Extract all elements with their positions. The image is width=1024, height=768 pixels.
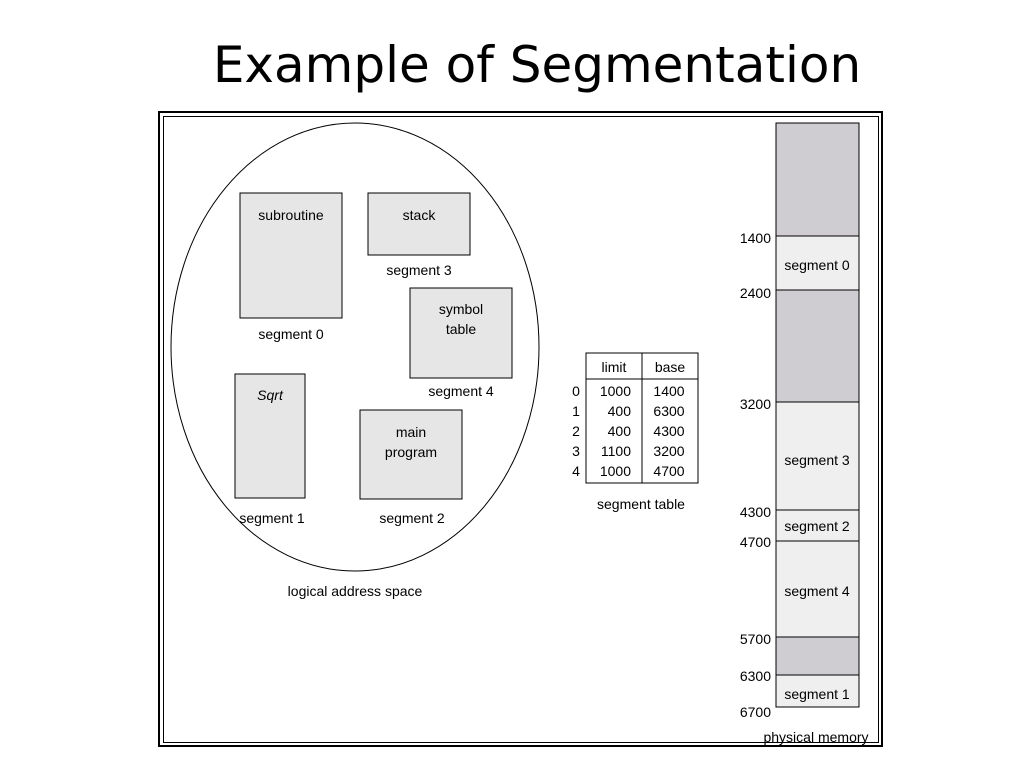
memory-segment-3-label: segment 3 [784,452,850,468]
logical-address-space: subroutine segment 0 stack segment 3 sym… [170,122,540,599]
memory-address-label: 3200 [740,396,771,412]
segment-table-index: 1 [572,403,580,419]
segment-table-index: 3 [572,443,580,459]
block-subroutine-box [239,192,343,319]
block-sqrt-text: Sqrt [257,387,284,403]
block-main-program-box [359,409,463,500]
block-main-program-text-line-2: program [385,444,437,460]
block-stack: stack segment 3 [367,192,471,278]
memory-segment-0-label: segment 0 [784,257,850,273]
memory-address-label: 6700 [740,704,771,720]
block-subroutine-label: segment 0 [258,326,324,342]
figure-frame [158,111,883,747]
block-symbol-table-label: segment 4 [428,383,494,399]
block-symbol-table-text-line-1: symbol [439,301,483,317]
memory-free-region [775,289,860,403]
slide-title: Example of Segmentation [212,36,862,94]
segment-table-base-cell: 6300 [653,403,684,419]
memory-free-region [775,636,860,676]
segment-table-header-base: base [655,359,686,375]
logical-address-space-caption: logical address space [288,583,423,599]
block-stack-text: stack [403,207,437,223]
physical-memory: segment 0 segment 3 segment 2 segment 4 … [740,122,869,745]
block-stack-box [367,192,471,256]
segment-table-limit-cell: 1000 [600,383,631,399]
block-subroutine: subroutine segment 0 [239,192,343,342]
segment-table-limit-cell: 1000 [600,463,631,479]
segment-table-row: 0 1000 1400 [572,383,685,399]
memory-address-label: 4300 [740,504,771,520]
memory-segment-4 [775,540,860,638]
memory-free-region [775,122,860,237]
memory-segment-1 [775,674,860,708]
block-subroutine-text: subroutine [258,207,324,223]
block-sqrt-label: segment 1 [239,510,305,526]
block-main-program: main program segment 2 [359,409,463,526]
physical-memory-caption: physical memory [763,729,868,745]
memory-address-label: 6300 [740,668,771,684]
block-stack-label: segment 3 [386,262,452,278]
memory-segment-2-label: segment 2 [784,518,850,534]
segment-table-limit-cell: 1100 [601,443,631,459]
memory-address-label: 4700 [740,534,771,550]
segment-table-base-cell: 3200 [653,443,684,459]
memory-segment-0 [775,235,860,291]
memory-segment-3 [775,401,860,511]
memory-address-label: 5700 [740,631,771,647]
segment-table-base-cell: 1400 [653,383,684,399]
segment-table-row: 3 1100 3200 [572,443,685,459]
block-symbol-table-box [409,287,513,379]
memory-segment-4-label: segment 4 [784,583,850,599]
block-sqrt: Sqrt segment 1 [234,373,306,526]
block-symbol-table-text-line-2: table [446,321,477,337]
block-main-program-label: segment 2 [379,510,445,526]
segment-table-row: 1 400 6300 [572,403,685,419]
segment-table-row: 2 400 4300 [572,423,685,439]
segment-table-index: 2 [572,423,580,439]
segment-table-index: 4 [572,463,580,479]
segment-table-limit-cell: 400 [608,403,632,419]
block-symbol-table: symbol table segment 4 [409,287,513,399]
memory-segment-2 [775,509,860,542]
segment-table-header-limit: limit [602,359,627,375]
figure-frame-inner [163,116,879,743]
segment-table-base-cell: 4700 [653,463,684,479]
memory-address-label: 2400 [740,285,771,301]
block-sqrt-box [234,373,306,499]
segment-table-base-cell: 4300 [653,423,684,439]
segment-table: limit base 0 1000 1400 1 400 6300 2 400 … [572,352,699,512]
memory-segment-1-label: segment 1 [784,686,850,702]
segment-table-row: 4 1000 4700 [572,463,685,479]
segment-table-index: 0 [572,383,580,399]
segment-table-limit-cell: 400 [608,423,632,439]
memory-address-label: 1400 [740,230,771,246]
segment-table-caption: segment table [597,496,685,512]
logical-address-space-outline [170,122,540,572]
block-main-program-text-line-1: main [396,424,426,440]
